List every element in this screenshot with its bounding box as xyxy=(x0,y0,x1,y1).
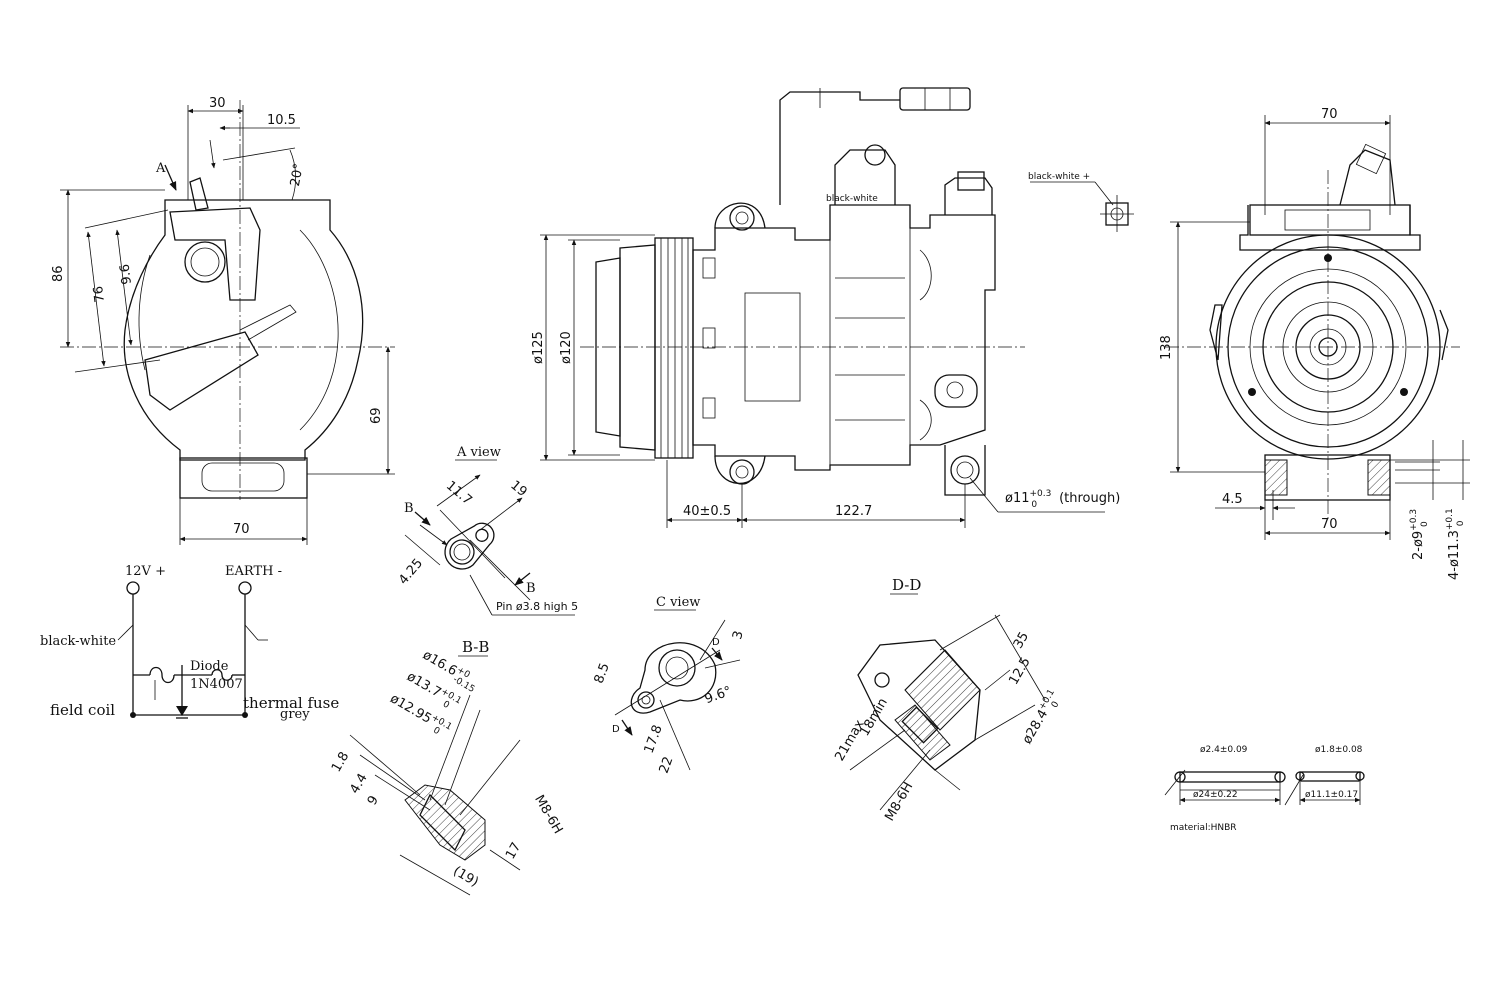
dim-17: 17 xyxy=(503,840,524,862)
dim-22: 22 xyxy=(657,755,677,776)
dim-1-8: 1.8 xyxy=(329,749,352,774)
section-dd-title: D-D xyxy=(892,576,921,594)
label-thermal-fuse: thermal fuse xyxy=(243,694,339,712)
oring2-cross-section: ø1.8±0.08 xyxy=(1315,745,1363,755)
label-black-white-wire: black-white xyxy=(40,634,116,649)
section-mark-d2: D xyxy=(612,724,620,735)
label-12v: 12V + xyxy=(125,564,166,579)
dim-angle-20: 20° xyxy=(288,162,307,187)
dim-69: 69 xyxy=(369,407,384,424)
connector-label: black-white + xyxy=(1028,172,1090,182)
label-diode: Diode xyxy=(190,659,229,674)
front-main-view: black-white ø125 ø120 40±0.5 122.7 ø11+0… xyxy=(531,87,1120,528)
c-view-title: C view xyxy=(656,595,700,610)
dim-8-5: 8.5 xyxy=(592,661,613,686)
oring2-inner-dia: ø11.1±0.17 xyxy=(1305,790,1358,800)
section-mark-b2: B xyxy=(526,581,536,596)
dim-4-5: 4.5 xyxy=(1222,492,1243,507)
oring1-cross-section: ø2.4±0.09 xyxy=(1200,745,1248,755)
pin-note: Pin ø3.8 high 5 xyxy=(496,600,578,613)
dim-86: 86 xyxy=(51,265,66,282)
c-view-detail: C view 3 8.5 9.6° 17.8 22 D D xyxy=(592,595,747,775)
section-b-b: B-B ø16.6+0-0.15 ø13.7+0.10 ø12.95+0.10 … xyxy=(329,638,565,896)
pulley xyxy=(654,237,694,459)
dim-4-4: 4.4 xyxy=(347,771,370,796)
label-grey-wire: grey xyxy=(280,707,310,722)
dim-138: 138 xyxy=(1159,335,1174,360)
section-d-d: D-D 35 12.5 ø28.4+0.10 18min 21max M8-6H xyxy=(832,576,1066,824)
dim-m8-bb: M8-6H xyxy=(531,793,565,837)
label-field-coil: field coil xyxy=(50,701,115,719)
view-mark-a: A xyxy=(155,161,166,176)
oring-material: material:HNBR xyxy=(1170,823,1237,833)
dim-dia-125: ø125 xyxy=(531,331,546,364)
dim-dia-28-4: ø28.4+0.10 xyxy=(1019,688,1066,749)
dim-21max: 21max xyxy=(832,717,868,764)
dim-70-top-right: 70 xyxy=(1321,107,1338,122)
dim-76: 76 xyxy=(91,285,108,303)
dim-9-6: 9.6 xyxy=(118,263,135,285)
label-diode-part: 1N4007 xyxy=(190,677,243,692)
label-earth: EARTH - xyxy=(225,564,282,579)
dim-dia-120: ø120 xyxy=(559,331,574,364)
dim-m8-dd: M8-6H xyxy=(882,780,916,824)
section-bb-title: B-B xyxy=(462,638,489,656)
dim-11-7: 11.7 xyxy=(443,478,475,508)
dim-35: 35 xyxy=(1011,630,1032,652)
a-view-detail: A view 11.7 19 4.25 B B Pin ø3.8 high 5 xyxy=(396,445,578,616)
section-mark-d1: D xyxy=(712,637,720,648)
dim-122-7: 122.7 xyxy=(835,504,872,519)
dim-30: 30 xyxy=(209,96,226,111)
dim-dia-12-95: ø12.95+0.10 xyxy=(385,690,453,741)
section-mark-b1: B xyxy=(404,501,414,516)
dim-12-5: 12.5 xyxy=(1006,655,1033,688)
dim-19: 19 xyxy=(507,478,529,500)
dim-40: 40±0.5 xyxy=(683,504,731,519)
dim-10-5: 10.5 xyxy=(267,113,296,128)
dim-70-bottom: 70 xyxy=(233,522,250,537)
dim-70-bottom-right: 70 xyxy=(1321,517,1338,532)
dim-3: 3 xyxy=(730,629,747,641)
dim-17-8: 17.8 xyxy=(642,723,666,755)
left-side-view: A 30 10.5 20° 86 76 9.6 69 70 xyxy=(51,96,395,545)
hole-2-dia-9: 2-ø9+0.30 xyxy=(1409,509,1430,560)
connector-detail: black-white + xyxy=(1028,172,1134,232)
rear-end-view: 70 138 4.5 70 2-ø9+0.30 4-ø11.3+0.10 xyxy=(1159,107,1470,580)
o-rings: ø2.4±0.09 ø24±0.22 material:HNBR ø1.8±0.… xyxy=(1164,745,1365,833)
dim-9-6-deg: 9.6° xyxy=(703,684,734,707)
dim-9: 9 xyxy=(365,793,382,808)
hole-4-dia-11-3: 4-ø11.3+0.10 xyxy=(1445,508,1466,580)
a-view-title: A view xyxy=(456,445,501,460)
connector-wire-label: black-white xyxy=(826,194,878,204)
dim-4-25: 4.25 xyxy=(396,556,426,588)
wiring-diagram: 12V + EARTH - black-white Diode 1N4007 f… xyxy=(40,564,339,722)
oring1-inner-dia: ø24±0.22 xyxy=(1193,790,1238,800)
